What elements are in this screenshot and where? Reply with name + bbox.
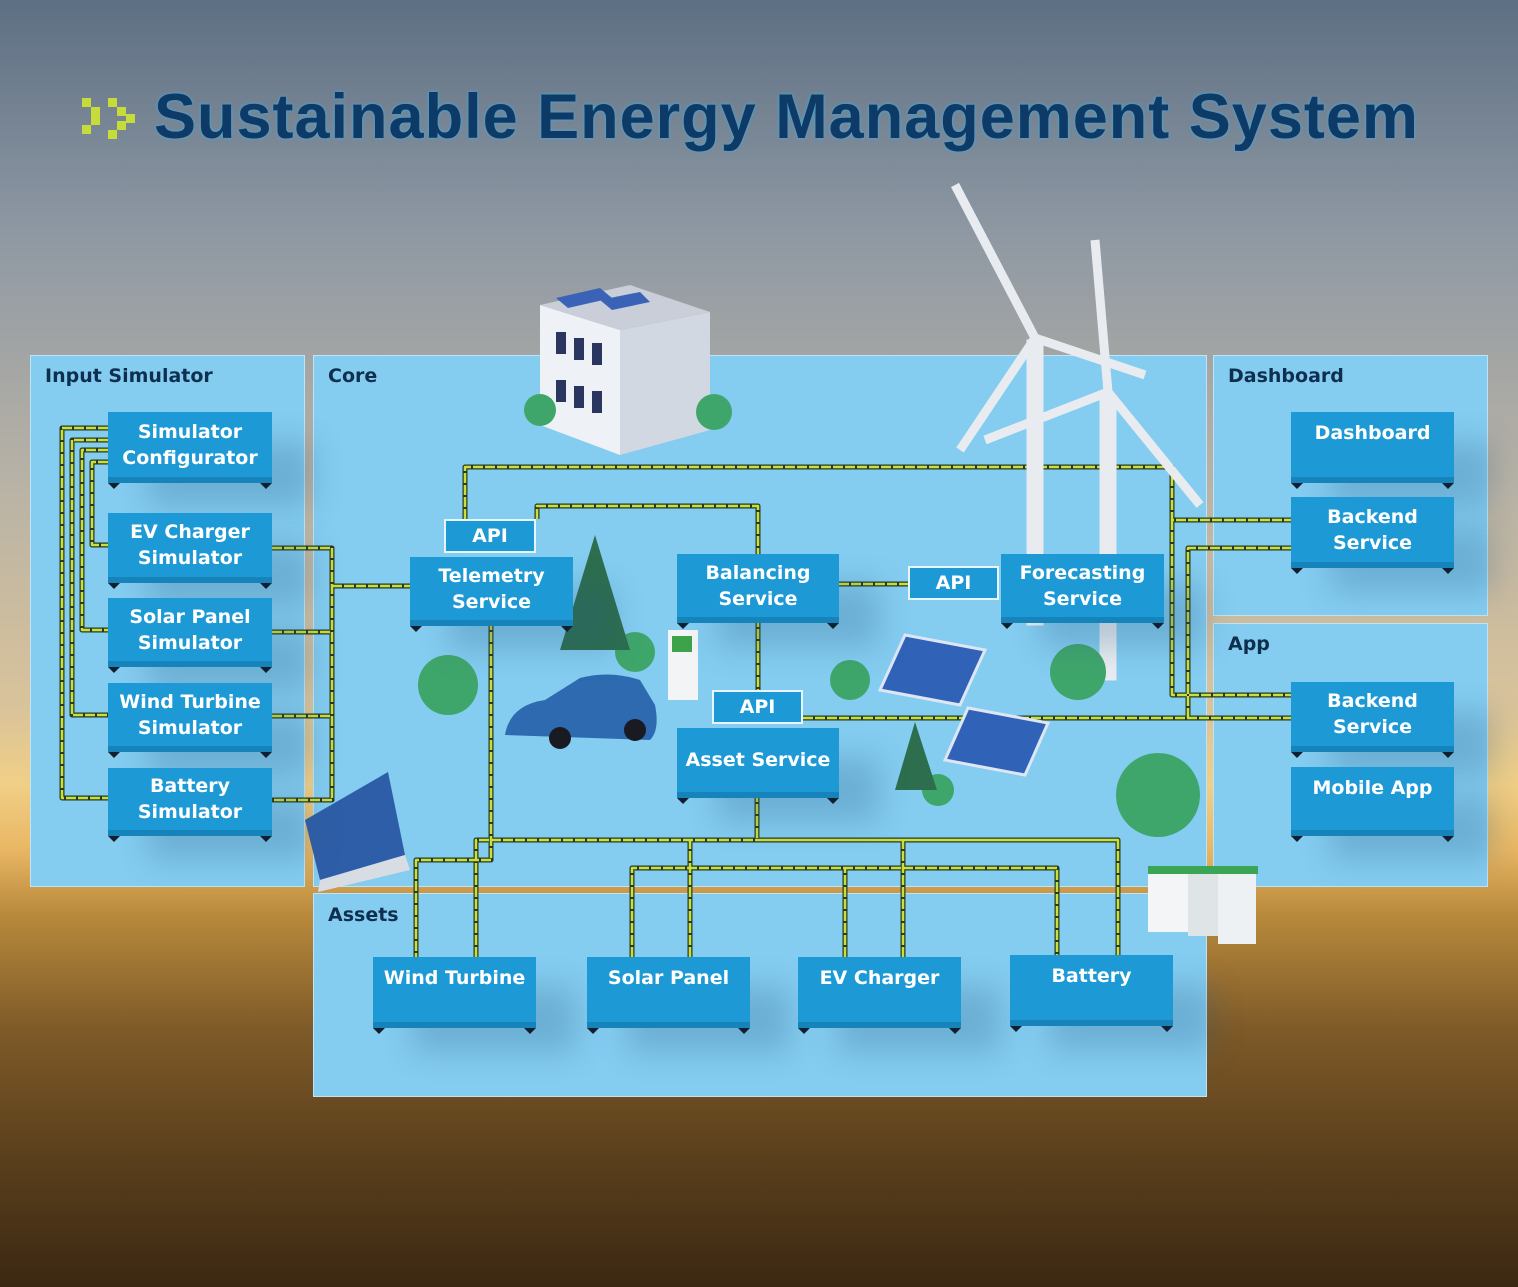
telemetry-service-box[interactable]: Telemetry Service	[410, 557, 573, 632]
dashboard-backend-service-box[interactable]: Backend Service	[1291, 497, 1454, 574]
panel-label: Dashboard	[1228, 365, 1344, 387]
solar-panel-asset-box[interactable]: Solar Panel	[587, 957, 750, 1034]
title-banner: Sustainable Energy Management System	[82, 82, 1419, 152]
telemetry-api-box[interactable]: API	[444, 519, 536, 553]
app-backend-service-box[interactable]: Backend Service	[1291, 682, 1454, 758]
page-title: Sustainable Energy Management System	[154, 82, 1419, 152]
panel-label: Input Simulator	[45, 365, 213, 387]
panel-label: Assets	[328, 904, 399, 926]
solar-panel-simulator-box[interactable]: Solar Panel Simulator	[108, 598, 272, 673]
forecasting-api-box[interactable]: API	[908, 566, 999, 600]
wind-turbine-asset-box[interactable]: Wind Turbine	[373, 957, 536, 1034]
asset-service-box[interactable]: Asset Service	[677, 728, 839, 804]
chevron-logo-icon	[82, 98, 135, 139]
asset-api-box[interactable]: API	[712, 690, 803, 724]
simulator-configurator-box[interactable]: Simulator Configurator	[108, 412, 272, 489]
wind-turbine-simulator-box[interactable]: Wind Turbine Simulator	[108, 683, 272, 758]
battery-asset-box[interactable]: Battery	[1010, 955, 1173, 1032]
ev-charger-simulator-box[interactable]: EV Charger Simulator	[108, 513, 272, 589]
dashboard-box[interactable]: Dashboard	[1291, 412, 1454, 489]
battery-simulator-box[interactable]: Battery Simulator	[108, 768, 272, 842]
core-panel: Core	[313, 355, 1207, 887]
mobile-app-box[interactable]: Mobile App	[1291, 767, 1454, 842]
ev-charger-asset-box[interactable]: EV Charger	[798, 957, 961, 1034]
panel-label: App	[1228, 633, 1270, 655]
panel-label: Core	[328, 365, 378, 387]
forecasting-service-box[interactable]: Forecasting Service	[1001, 554, 1164, 629]
balancing-service-box[interactable]: Balancing Service	[677, 554, 839, 629]
